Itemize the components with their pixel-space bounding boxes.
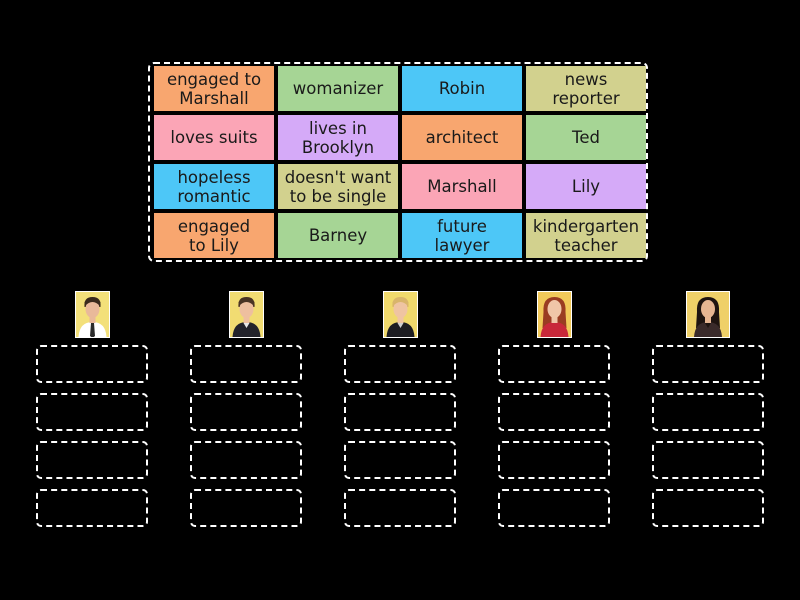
portrait-man-suit-icon xyxy=(229,291,264,338)
drop-slot[interactable] xyxy=(498,393,610,431)
answer-tile[interactable]: news reporter xyxy=(526,66,646,111)
drop-slot[interactable] xyxy=(652,393,764,431)
drop-slot[interactable] xyxy=(190,393,302,431)
drop-slot[interactable] xyxy=(36,441,148,479)
drop-slot[interactable] xyxy=(498,345,610,383)
drop-slot[interactable] xyxy=(190,489,302,527)
answer-tile[interactable]: hopeless romantic xyxy=(154,164,274,209)
portrait-woman-redhead-icon xyxy=(537,291,572,338)
answer-tile[interactable]: womanizer xyxy=(278,66,398,111)
answer-tile[interactable]: Marshall xyxy=(402,164,522,209)
answer-tile[interactable]: Robin xyxy=(402,66,522,111)
drop-slot[interactable] xyxy=(344,489,456,527)
answer-tile[interactable]: kindergarten teacher xyxy=(526,213,646,258)
drop-slot[interactable] xyxy=(190,345,302,383)
portrait-man-blond-icon xyxy=(383,291,418,338)
drop-slot[interactable] xyxy=(652,489,764,527)
answer-bank xyxy=(148,62,648,262)
drop-slot[interactable] xyxy=(36,393,148,431)
drop-slot[interactable] xyxy=(344,393,456,431)
answer-tile[interactable]: engaged to Lily xyxy=(154,213,274,258)
drop-slot[interactable] xyxy=(498,441,610,479)
answer-tile[interactable]: engaged to Marshall xyxy=(154,66,274,111)
drop-slot[interactable] xyxy=(190,441,302,479)
drop-slot[interactable] xyxy=(344,345,456,383)
drop-slot[interactable] xyxy=(36,345,148,383)
drop-slot[interactable] xyxy=(652,441,764,479)
drop-slot[interactable] xyxy=(498,489,610,527)
drop-slot[interactable] xyxy=(652,345,764,383)
drop-slot[interactable] xyxy=(344,441,456,479)
portrait-man-tie-icon xyxy=(75,291,110,338)
answer-tile[interactable]: future lawyer xyxy=(402,213,522,258)
answer-tile[interactable]: Lily xyxy=(526,164,646,209)
answer-tile[interactable]: Barney xyxy=(278,213,398,258)
answer-tile[interactable]: loves suits xyxy=(154,115,274,160)
drop-slot[interactable] xyxy=(36,489,148,527)
answer-tile[interactable]: architect xyxy=(402,115,522,160)
answer-tile[interactable]: lives in Brooklyn xyxy=(278,115,398,160)
answer-tile[interactable]: Ted xyxy=(526,115,646,160)
portrait-woman-darkhair-icon xyxy=(686,291,730,338)
answer-tile[interactable]: doesn't want to be single xyxy=(278,164,398,209)
